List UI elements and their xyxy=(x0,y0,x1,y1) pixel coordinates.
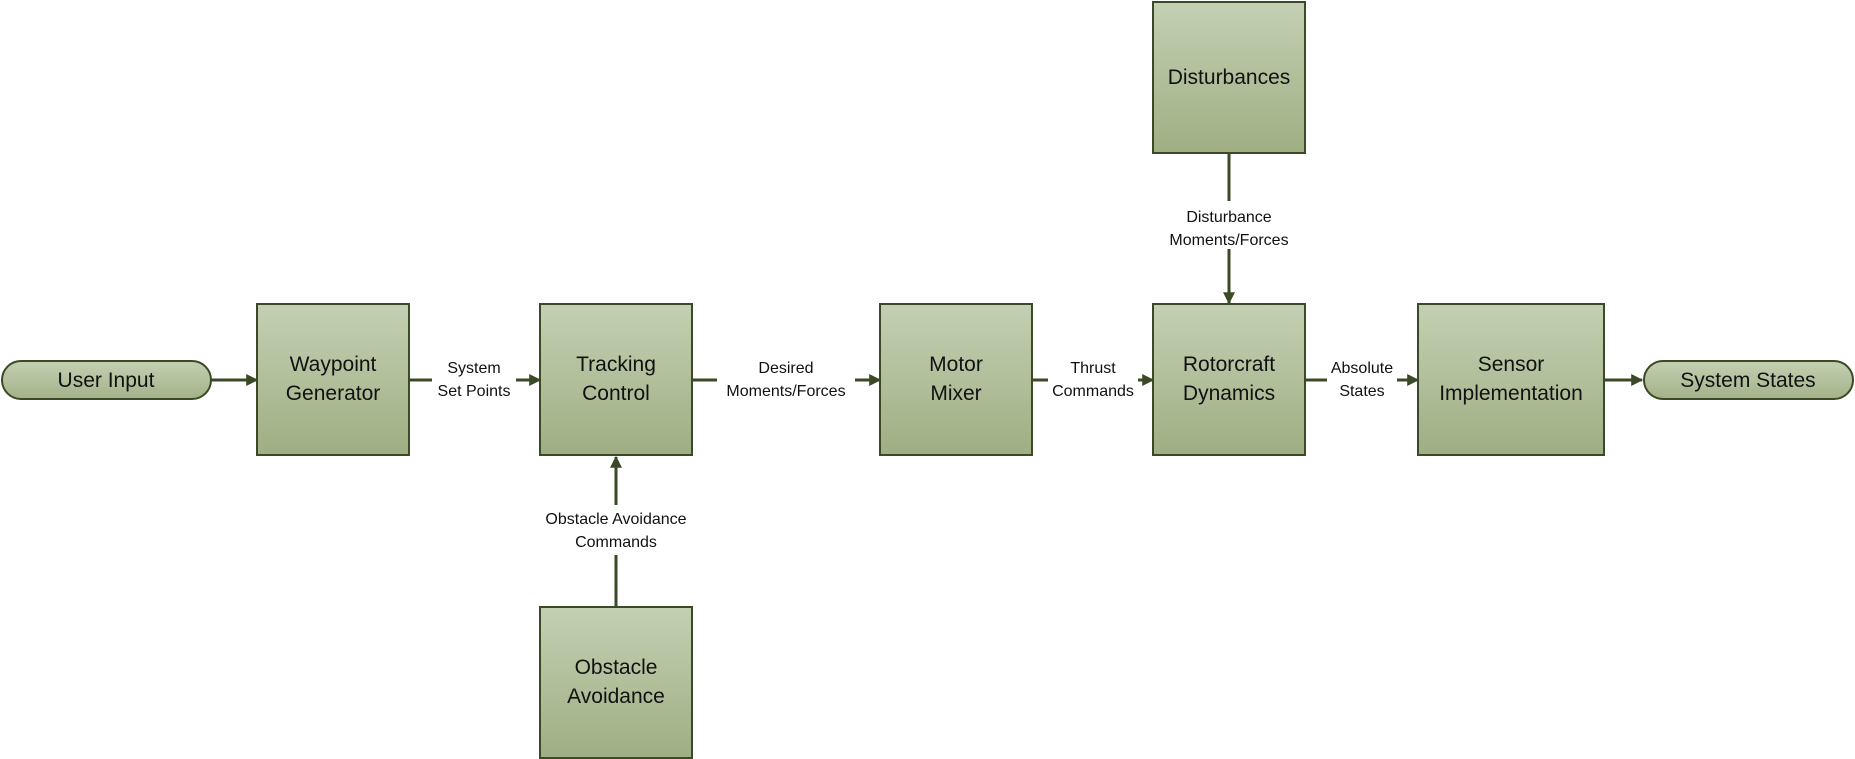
node-label: Disturbances xyxy=(1168,66,1291,89)
edge-label-line2: Moments/Forces xyxy=(726,383,845,400)
node-label-line2: Control xyxy=(582,382,650,405)
node-disturbances: Disturbances xyxy=(1152,1,1306,154)
edge-label-line1: Absolute xyxy=(1331,360,1393,377)
edge-label-line1: Obstacle Avoidance xyxy=(545,511,686,528)
node-label-line2: Implementation xyxy=(1439,382,1583,405)
node-label: System States xyxy=(1680,369,1815,392)
node-label: User Input xyxy=(58,369,155,392)
edge-label-desired-moments-forces: Desired Moments/Forces xyxy=(717,355,855,401)
edge-label-obstacle-avoidance-commands: Obstacle Avoidance Commands xyxy=(536,505,696,555)
edge-label-absolute-states: Absolute States xyxy=(1327,355,1397,401)
node-label-line2: Generator xyxy=(286,382,381,405)
node-label-line1: Rotorcraft xyxy=(1183,353,1275,376)
node-user-input: User Input xyxy=(1,360,212,400)
edge-label-line2: States xyxy=(1339,383,1384,400)
node-label-line1: Obstacle xyxy=(575,656,658,679)
node-label-line2: Avoidance xyxy=(567,685,665,708)
node-waypoint-generator: Waypoint Generator xyxy=(256,303,410,456)
node-label-line1: Tracking xyxy=(576,353,656,376)
node-label-line2: Mixer xyxy=(930,382,981,405)
node-rotorcraft-dynamics: Rotorcraft Dynamics xyxy=(1152,303,1306,456)
node-obstacle-avoidance: Obstacle Avoidance xyxy=(539,606,693,759)
edge-label-line2: Commands xyxy=(575,534,657,551)
edge-label-thrust-commands: Thrust Commands xyxy=(1048,355,1138,401)
node-label-line1: Motor xyxy=(929,353,983,376)
node-label-line1: Waypoint xyxy=(290,353,377,376)
node-label-line1: Sensor xyxy=(1478,353,1545,376)
edge-label-system-set-points: System Set Points xyxy=(432,355,516,401)
edge-label-disturbance-moments-forces: Disturbance Moments/Forces xyxy=(1160,201,1298,249)
edge-label-line1: Desired xyxy=(758,360,813,377)
node-tracking-control: Tracking Control xyxy=(539,303,693,456)
edge-label-line1: Disturbance xyxy=(1186,209,1271,226)
node-sensor-implementation: Sensor Implementation xyxy=(1417,303,1605,456)
node-motor-mixer: Motor Mixer xyxy=(879,303,1033,456)
edge-label-line2: Moments/Forces xyxy=(1169,232,1288,249)
node-system-states: System States xyxy=(1643,360,1854,400)
edge-label-line2: Commands xyxy=(1052,383,1134,400)
node-label-line2: Dynamics xyxy=(1183,382,1275,405)
edge-label-line1: System xyxy=(447,360,500,377)
edge-label-line2: Set Points xyxy=(438,383,511,400)
edge-label-line1: Thrust xyxy=(1070,360,1116,377)
